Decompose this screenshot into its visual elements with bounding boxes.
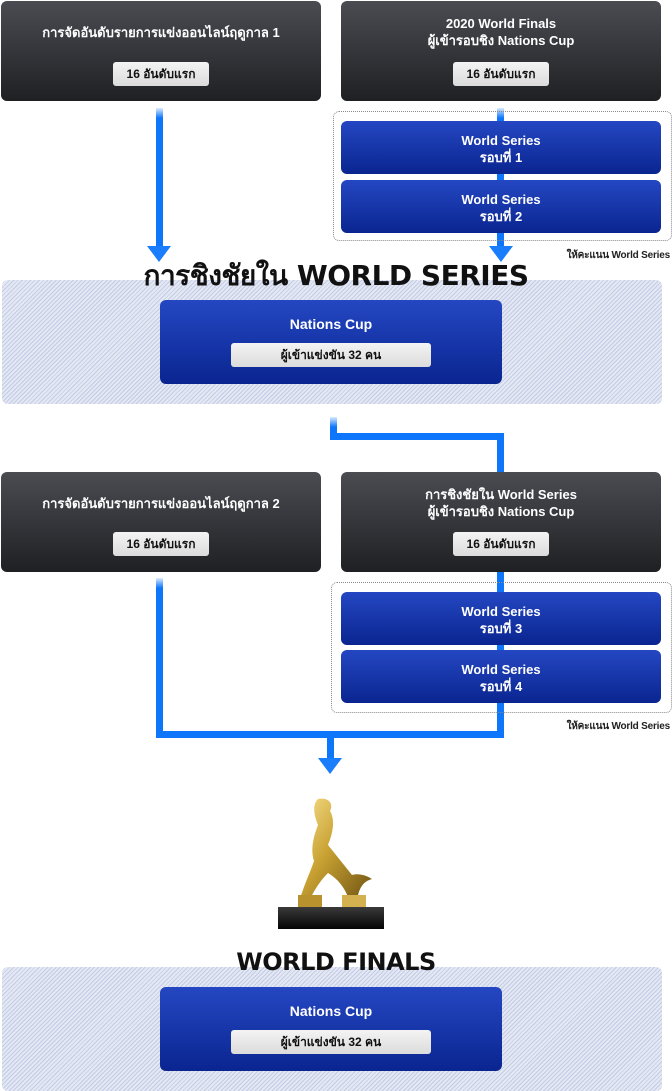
connector-line <box>156 578 163 738</box>
top16-badge: 16 อันดับแรก <box>113 532 209 556</box>
season1-ranking-title: การจัดอันดับรายการแข่งออนไลน์ฤดูกาล 1 <box>42 25 280 40</box>
season2-ranking-box: การจัดอันดับรายการแข่งออนไลน์ฤดูกาล 2 16… <box>1 472 321 572</box>
round-label: รอบที่ 3 <box>479 621 523 636</box>
nations-cup-finals-box: Nations Cup ผู้เข้าแข่งขัน 32 คน <box>160 987 502 1071</box>
trophy-icon <box>270 795 390 935</box>
world-series-round-2: World Series รอบที่ 2 <box>341 180 661 233</box>
nations-cup-title: Nations Cup <box>289 316 373 332</box>
world-series-points-note: ให้คะแนน World Series <box>566 250 671 261</box>
top16-badge: 16 อันดับแรก <box>113 62 209 86</box>
world-series-competition-title: การชิงชัยใน World Series <box>425 487 577 502</box>
world-series-finalists-box: การชิงชัยใน World Series ผู้เข้ารอบชิง N… <box>341 472 661 572</box>
season2-ranking-title: การจัดอันดับรายการแข่งออนไลน์ฤดูกาล 2 <box>42 496 280 511</box>
world-finals-2020-box: 2020 World Finals ผู้เข้ารอบชิง Nations … <box>341 1 661 101</box>
world-series-round-1: World Series รอบที่ 1 <box>341 121 661 174</box>
connector-line <box>327 731 334 761</box>
nations-cup-finalists-subtitle: ผู้เข้ารอบชิง Nations Cup <box>427 33 575 48</box>
world-series-label: World Series <box>461 662 541 677</box>
nations-cup-finalists-subtitle: ผู้เข้ารอบชิง Nations Cup <box>427 504 575 519</box>
world-series-heading: การชิงชัยใน WORLD SERIES <box>143 259 529 292</box>
connector-line <box>497 108 504 248</box>
connector-line <box>330 433 504 440</box>
arrow-down-icon <box>147 246 171 262</box>
connector-line <box>497 433 504 473</box>
world-finals-heading: WORLD FINALS <box>236 948 436 976</box>
participants-badge: ผู้เข้าแข่งขัน 32 คน <box>231 343 431 367</box>
world-series-label: World Series <box>461 133 541 148</box>
arrow-down-icon <box>318 758 342 774</box>
round-label: รอบที่ 2 <box>479 209 523 224</box>
top16-badge: 16 อันดับแรก <box>453 62 549 86</box>
season1-ranking-box: การจัดอันดับรายการแข่งออนไลน์ฤดูกาล 1 16… <box>1 1 321 101</box>
world-finals-2020-title: 2020 World Finals <box>445 16 557 31</box>
world-series-label: World Series <box>461 604 541 619</box>
nations-cup-title: Nations Cup <box>289 1003 373 1019</box>
arrow-down-icon <box>489 246 513 262</box>
world-series-label: World Series <box>461 192 541 207</box>
world-series-points-note: ให้คะแนน World Series <box>566 721 671 732</box>
round-label: รอบที่ 1 <box>479 150 523 165</box>
connector-line <box>156 108 163 248</box>
top16-badge: 16 อันดับแรก <box>453 532 549 556</box>
nations-cup-box: Nations Cup ผู้เข้าแข่งขัน 32 คน <box>160 300 502 384</box>
round-label: รอบที่ 4 <box>479 679 523 694</box>
world-series-round-4: World Series รอบที่ 4 <box>341 650 661 703</box>
participants-badge: ผู้เข้าแข่งขัน 32 คน <box>231 1030 431 1054</box>
world-series-round-3: World Series รอบที่ 3 <box>341 592 661 645</box>
connector-line <box>330 417 337 439</box>
